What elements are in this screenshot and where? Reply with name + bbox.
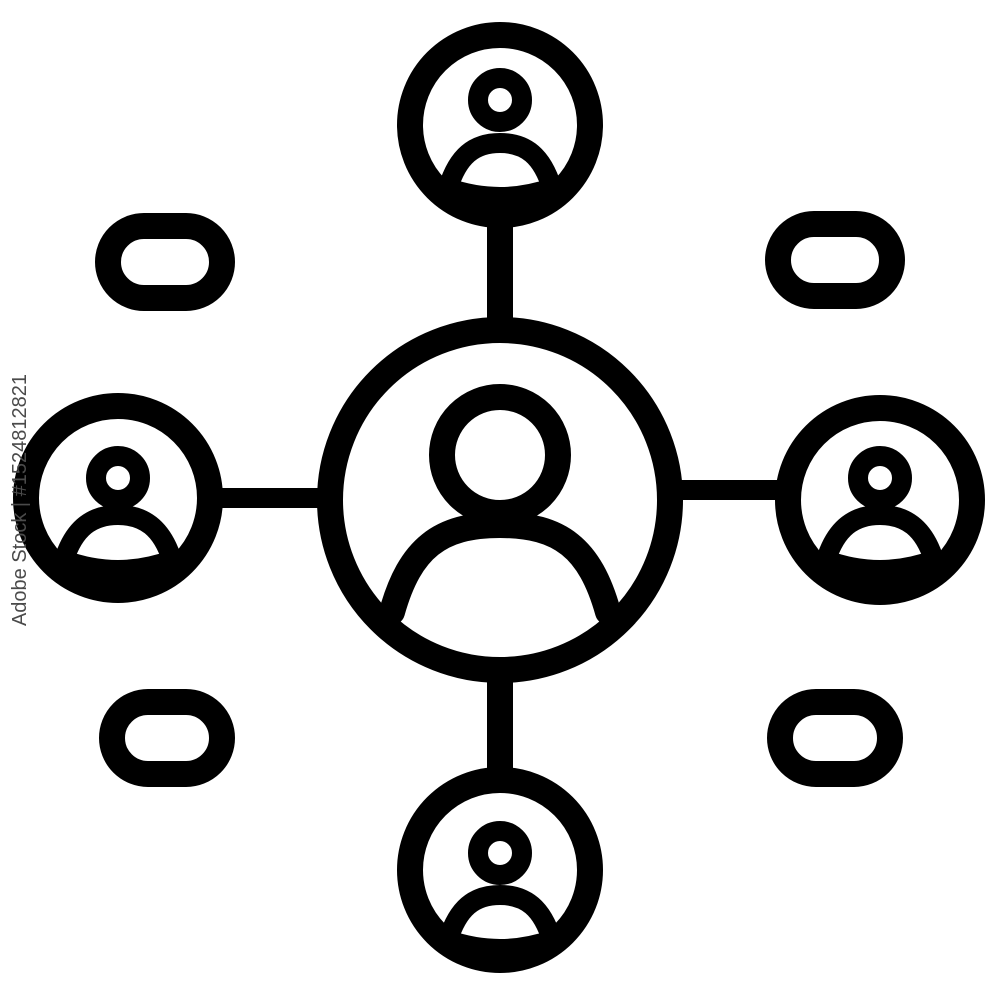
satellite-top-body: [438, 133, 562, 207]
satellite-right-body: [816, 505, 944, 580]
satellite-bottom-body: [438, 885, 562, 959]
satellite-node-top: [397, 22, 603, 228]
oval-bottom-left: [99, 689, 235, 787]
satellite-left-head: [86, 446, 150, 510]
connector-lines: [202, 209, 798, 791]
oval-top-right: [765, 211, 905, 309]
satellite-bottom-ring: [397, 767, 603, 973]
central-user-icon: [379, 384, 621, 625]
central-user-head: [429, 384, 571, 526]
central-user-body: [379, 512, 621, 625]
central-node: [317, 317, 683, 683]
satellite-left-ring: [13, 393, 223, 603]
central-node-ring: [317, 317, 683, 683]
oval-top-left: [95, 213, 235, 311]
decorative-ovals: [95, 211, 905, 787]
satellite-left-body: [54, 505, 182, 580]
satellite-node-bottom: [397, 767, 603, 973]
satellite-top-head: [468, 68, 532, 132]
satellite-top-ring: [397, 22, 603, 228]
satellite-right-ring: [775, 395, 985, 605]
satellite-right-head: [848, 446, 912, 510]
oval-bottom-right: [767, 689, 903, 787]
satellite-node-right: [775, 395, 985, 605]
stock-id-watermark: Adobe Stock | #1524812821: [8, 373, 31, 627]
satellite-node-left: [13, 393, 223, 603]
satellite-bottom-head: [468, 821, 532, 885]
